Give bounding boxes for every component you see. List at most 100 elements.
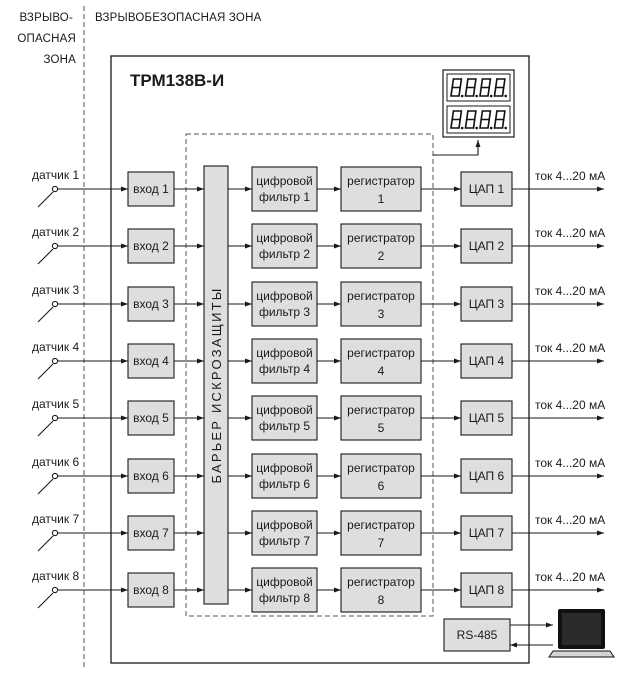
dac-label: ЦАП 2 <box>469 239 505 253</box>
filter-label-line-1: цифровой <box>256 403 312 417</box>
laptop-screen-inner <box>562 613 601 645</box>
sensor-symbol-icon <box>37 472 59 495</box>
seven-segment-digit <box>464 110 479 130</box>
input-box <box>127 458 175 494</box>
sensor-label: датчик 3 <box>32 283 79 297</box>
filter-box <box>251 395 318 441</box>
sensor-label: датчик 2 <box>32 225 79 239</box>
input-label: вход 4 <box>133 354 169 368</box>
seven-segment-digit <box>450 110 464 130</box>
filter-label-line-2: фильтр 6 <box>259 477 310 491</box>
recorder-label-line-2: 3 <box>378 307 385 321</box>
recorder-label-line-1: регистратор <box>347 346 415 360</box>
seven-segment-digit <box>479 110 493 130</box>
seven-segment-digit <box>493 110 508 130</box>
output-label: ток 4...20 мА <box>535 570 605 584</box>
rs485-interface-label: RS-485 <box>457 628 498 642</box>
sensor-symbol-icon <box>37 529 59 552</box>
input-box <box>127 228 175 264</box>
output-label: ток 4...20 мА <box>535 341 605 355</box>
sensor-label: датчик 7 <box>32 512 79 526</box>
hazardous-zone-line-1: ВЗРЫВО- <box>19 12 73 24</box>
filter-box <box>251 223 318 269</box>
filter-label-line-2: фильтр 3 <box>259 305 310 319</box>
recorder-label-line-2: 6 <box>378 479 385 493</box>
recorder-label-line-2: 1 <box>378 192 385 206</box>
input-label: вход 2 <box>133 239 169 253</box>
hazardous-zone-line-3: ЗОНА <box>43 54 76 66</box>
input-label: вход 5 <box>133 411 169 425</box>
dac-box <box>460 171 513 207</box>
filter-box <box>251 510 318 556</box>
filter-label-line-2: фильтр 5 <box>259 419 310 433</box>
seven-segment-digit <box>479 78 493 98</box>
seven-segment-digit <box>493 78 508 98</box>
sensor-symbol-icon <box>37 357 59 380</box>
output-label: ток 4...20 мА <box>535 284 605 298</box>
dac-label: ЦАП 1 <box>469 182 505 196</box>
filter-label-line-2: фильтр 1 <box>259 190 310 204</box>
recorder-label-line-2: 7 <box>378 536 385 550</box>
recorder-label-line-1: регистратор <box>347 461 415 475</box>
recorder-label-line-1: регистратор <box>347 575 415 589</box>
filter-label-line-2: фильтр 4 <box>259 362 310 376</box>
device-enclosure <box>110 55 530 664</box>
recorder-label-line-2: 8 <box>378 593 385 607</box>
display-row-1 <box>446 73 511 102</box>
filter-label-line-1: цифровой <box>256 461 312 475</box>
filter-label-line-2: фильтр 2 <box>259 247 310 261</box>
sensor-symbol-icon <box>37 242 59 265</box>
filter-label-line-2: фильтр 7 <box>259 534 310 548</box>
dac-box <box>460 343 513 379</box>
output-label: ток 4...20 мА <box>535 456 605 470</box>
recorder-label-line-1: регистратор <box>347 518 415 532</box>
input-label: вход 1 <box>133 182 169 196</box>
recorder-box <box>340 567 422 613</box>
sensor-label: датчик 6 <box>32 455 79 469</box>
hazardous-zone-line-2: ОПАСНАЯ <box>17 33 76 45</box>
sensor-label: датчик 8 <box>32 569 79 583</box>
channel-8: датчик 8 вход 8 цифровой фильтр 8 регистрато… <box>32 567 605 613</box>
output-label: ток 4...20 мА <box>535 226 605 240</box>
sensor-symbol-icon <box>37 586 59 609</box>
display-unit <box>442 69 515 138</box>
filter-label-line-1: цифровой <box>256 174 312 188</box>
output-label: ток 4...20 мА <box>535 398 605 412</box>
dac-box <box>460 458 513 494</box>
filter-label-line-1: цифровой <box>256 231 312 245</box>
filter-box <box>251 567 318 613</box>
output-label: ток 4...20 мА <box>535 513 605 527</box>
input-box <box>127 343 175 379</box>
sensor-symbol-icon <box>37 185 59 208</box>
dac-label: ЦАП 3 <box>469 297 505 311</box>
dac-label: ЦАП 4 <box>469 354 505 368</box>
device-title: ТРМ138В-И <box>130 71 224 90</box>
recorder-label-line-1: регистратор <box>347 403 415 417</box>
laptop-base <box>548 650 615 658</box>
recorder-box <box>340 395 422 441</box>
input-box <box>127 572 175 608</box>
filter-label-line-1: цифровой <box>256 575 312 589</box>
recorder-box <box>340 453 422 499</box>
input-box <box>127 171 175 207</box>
seven-segment-digit <box>450 78 464 98</box>
intrinsic-safety-area <box>185 133 434 617</box>
filter-label-line-2: фильтр 8 <box>259 591 310 605</box>
safe-zone-label: ВЗРЫВОБЕЗОПАСНАЯ ЗОНА <box>95 12 262 24</box>
input-label: вход 7 <box>133 526 169 540</box>
dac-label: ЦАП 8 <box>469 583 505 597</box>
input-label: вход 8 <box>133 583 169 597</box>
sensor-label: датчик 1 <box>32 168 79 182</box>
input-label: вход 3 <box>133 297 169 311</box>
sensor-symbol-icon <box>37 414 59 437</box>
display-row-2 <box>446 105 511 134</box>
input-label: вход 6 <box>133 469 169 483</box>
barrier-label: БАРЬЕР ИСКРОЗАЩИТЫ <box>209 287 224 484</box>
recorder-box <box>340 338 422 384</box>
